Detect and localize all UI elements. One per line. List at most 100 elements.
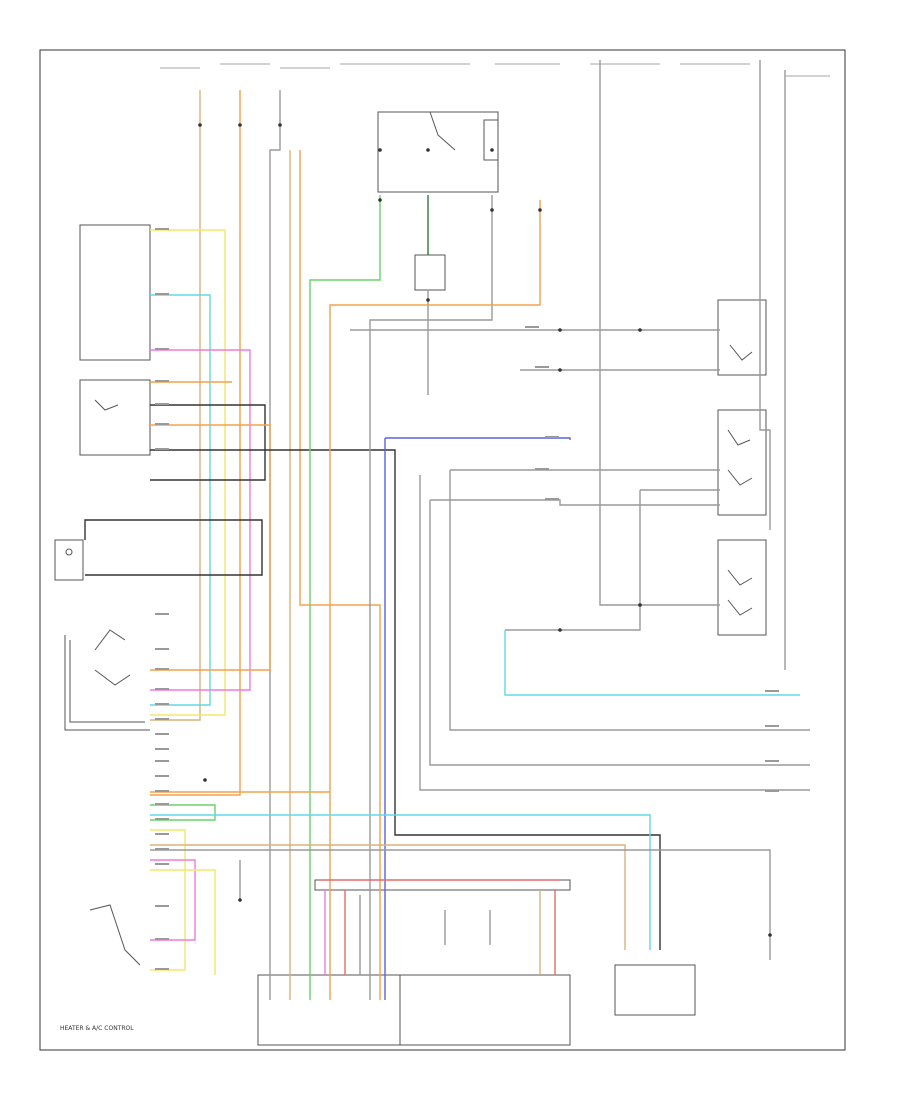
splice-dot-3 <box>238 123 242 127</box>
pin-label-mark-10 <box>155 688 169 690</box>
pin-label-mark-34 <box>545 436 559 438</box>
pin-label-mark-28 <box>535 468 549 470</box>
splice-dot-9 <box>638 328 642 332</box>
right-relay-2 <box>717 409 767 516</box>
pin-label-mark-22 <box>155 863 169 865</box>
pin-label-mark-19 <box>155 818 169 820</box>
pin-label-mark-9 <box>155 668 169 670</box>
pin-label-mark-31 <box>765 725 779 727</box>
wire-gray-2 <box>269 90 281 1000</box>
splice-dot-5 <box>278 123 282 127</box>
wire-gray-29 <box>429 500 810 766</box>
pin-label-mark-20 <box>155 833 169 835</box>
right-relay-2-contact <box>727 429 751 446</box>
ac-relay-box <box>377 111 499 193</box>
wire-pink-36 <box>150 859 196 941</box>
blower-relay-contact <box>94 399 119 411</box>
splice-dot-6 <box>426 298 430 302</box>
lower-left-switch <box>89 904 141 966</box>
blower-switch-contact <box>94 629 126 651</box>
blower-switch-frame <box>64 635 150 731</box>
wire-gray-30 <box>419 475 810 791</box>
wire-cyan-32 <box>150 814 651 950</box>
pin-label-mark-23 <box>155 905 169 907</box>
pin-label-mark-8 <box>155 648 169 650</box>
wire-black-9 <box>150 404 266 481</box>
splice-dot-10 <box>638 603 642 607</box>
wire-orange-19 <box>329 200 541 1000</box>
right-relay-3-contact <box>727 569 753 586</box>
top-fuse-labels <box>160 63 830 77</box>
splice-dot-1 <box>426 148 430 152</box>
pin-label-mark-24 <box>155 938 169 940</box>
wire-cyan-25 <box>504 630 800 696</box>
wire-green-31 <box>150 804 216 821</box>
bottom-module-right <box>614 964 696 1016</box>
wire-black-11 <box>150 449 661 950</box>
wire-gray-46 <box>759 60 771 530</box>
wire-yellow-37 <box>150 869 216 975</box>
splice-dot-2 <box>490 148 494 152</box>
pin-label-mark-21 <box>155 848 169 850</box>
wire-gray-35 <box>150 849 771 960</box>
right-relay-3-contact-b <box>727 599 753 616</box>
pin-label-mark-12 <box>155 718 169 720</box>
pin-label-mark-32 <box>765 760 779 762</box>
bottom-connector-left <box>257 974 401 1046</box>
splice-dot-17 <box>538 208 542 212</box>
pin-label-mark-7 <box>155 613 169 615</box>
pin-label-mark-0 <box>155 228 169 230</box>
footer-label: HEATER & A/C CONTROL <box>60 1025 134 1032</box>
pin-label-mark-13 <box>155 733 169 735</box>
pin-label-mark-1 <box>155 293 169 295</box>
pin-label-mark-3 <box>155 380 169 382</box>
wire-yellow-33 <box>150 829 186 971</box>
splice-dot-8 <box>558 368 562 372</box>
pin-label-mark-17 <box>155 790 169 792</box>
wire-orange-10 <box>150 424 271 671</box>
pin-label-mark-27 <box>535 366 549 368</box>
splice-dot-14 <box>768 933 772 937</box>
wire-cyan-6 <box>150 294 211 706</box>
pin-label-mark-29 <box>545 498 559 500</box>
blower-motor <box>54 539 84 581</box>
wire-tan-34 <box>150 844 626 950</box>
pin-label-mark-16 <box>155 775 169 777</box>
wire-green-15 <box>309 195 381 1000</box>
pin-label-mark-25 <box>155 968 169 970</box>
right-relay-1 <box>717 299 767 376</box>
splice-dot-13 <box>238 898 242 902</box>
wire-gray-24 <box>505 490 641 631</box>
blower-switch-frame-inner <box>69 640 145 723</box>
pin-label-mark-11 <box>155 703 169 705</box>
splice-dot-11 <box>558 628 562 632</box>
wire-gray-28 <box>430 499 720 506</box>
wire-gray-22 <box>599 60 720 606</box>
pin-label-mark-6 <box>155 448 169 450</box>
pin-label-mark-18 <box>155 803 169 805</box>
pin-label-mark-4 <box>155 403 169 405</box>
control-module-upper <box>79 224 151 361</box>
right-relay-3 <box>717 539 767 636</box>
wire-orange-1 <box>150 90 241 796</box>
pin-label-mark-5 <box>155 423 169 425</box>
splice-points <box>198 123 772 937</box>
pin-label-mark-2 <box>155 348 169 350</box>
pin-label-mark-15 <box>155 760 169 762</box>
wire-orange-4 <box>299 150 381 1000</box>
splice-dot-0 <box>378 148 382 152</box>
relay-coil <box>483 119 499 161</box>
splice-dot-16 <box>490 208 494 212</box>
wire-yellow-5 <box>150 229 226 716</box>
splice-dot-15 <box>378 198 382 202</box>
bottom-connector-center <box>399 974 571 1046</box>
pin-label-mark-14 <box>155 748 169 750</box>
relay-contact <box>429 111 456 151</box>
wire-black-12 <box>84 519 263 576</box>
splice-dot-4 <box>198 123 202 127</box>
pin-label-marks <box>155 228 779 970</box>
right-relay-2-contact-b <box>727 469 753 486</box>
pin-label-mark-26 <box>525 326 539 328</box>
